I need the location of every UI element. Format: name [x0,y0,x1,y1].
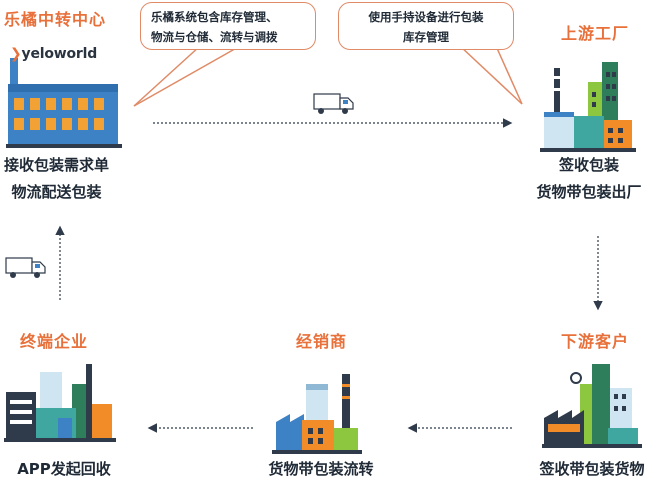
bubble-handheld-line: 库存管理 [403,30,449,44]
factory-icon [272,374,362,454]
upstream-title: 上游工厂 [561,24,630,43]
bubble-system-line: 乐橘系统包含库存管理、 [151,10,278,24]
center-title: 乐橘中转中心 [4,10,107,29]
upstream-desc-line: 签收包装 [558,156,619,174]
downstream-title: 下游客户 [561,332,630,351]
distributor-title: 经销商 [296,332,348,351]
truck-icon [5,257,46,278]
center-desc-line: 物流配送包装 [11,183,102,201]
building-icon [6,58,122,148]
center-desc-line: 接收包装需求单 [4,156,110,174]
terminal-title: 终端企业 [20,332,89,351]
center-desc: 接收包装需求单 物流配送包装 [4,152,109,206]
distributor-desc-line: 货物带包装流转 [268,460,374,478]
bubble-system-note: 乐橘系统包含库存管理、 物流与仓储、流转与调拨 [140,2,316,50]
brand-logo: ❯yeloworld [10,46,98,62]
upstream-desc: 签收包装 货物带包装出厂 [526,152,652,206]
bubble-system-line: 物流与仓储、流转与调拨 [151,30,278,44]
bubble-handheld-line: 使用手持设备进行包装 [368,10,484,24]
downstream-desc: 签收带包装货物 [530,456,654,483]
brand-logo-text: yeloworld [21,46,98,62]
bubble-pointer-handheld [459,45,523,105]
factory-icon [542,364,642,448]
downstream-desc-line: 签收带包装货物 [539,460,645,478]
truck-icon [313,93,354,114]
factory-icon [540,62,636,152]
upstream-desc-line: 货物带包装出厂 [536,183,642,201]
factory-icon [4,364,116,442]
terminal-desc-line: APP发起回收 [17,460,111,478]
bubble-pointer-system [133,45,241,107]
bubble-handheld-note: 使用手持设备进行包装 库存管理 [338,2,514,50]
distributor-desc: 货物带包装流转 [256,456,386,483]
terminal-desc: APP发起回收 [4,456,124,483]
